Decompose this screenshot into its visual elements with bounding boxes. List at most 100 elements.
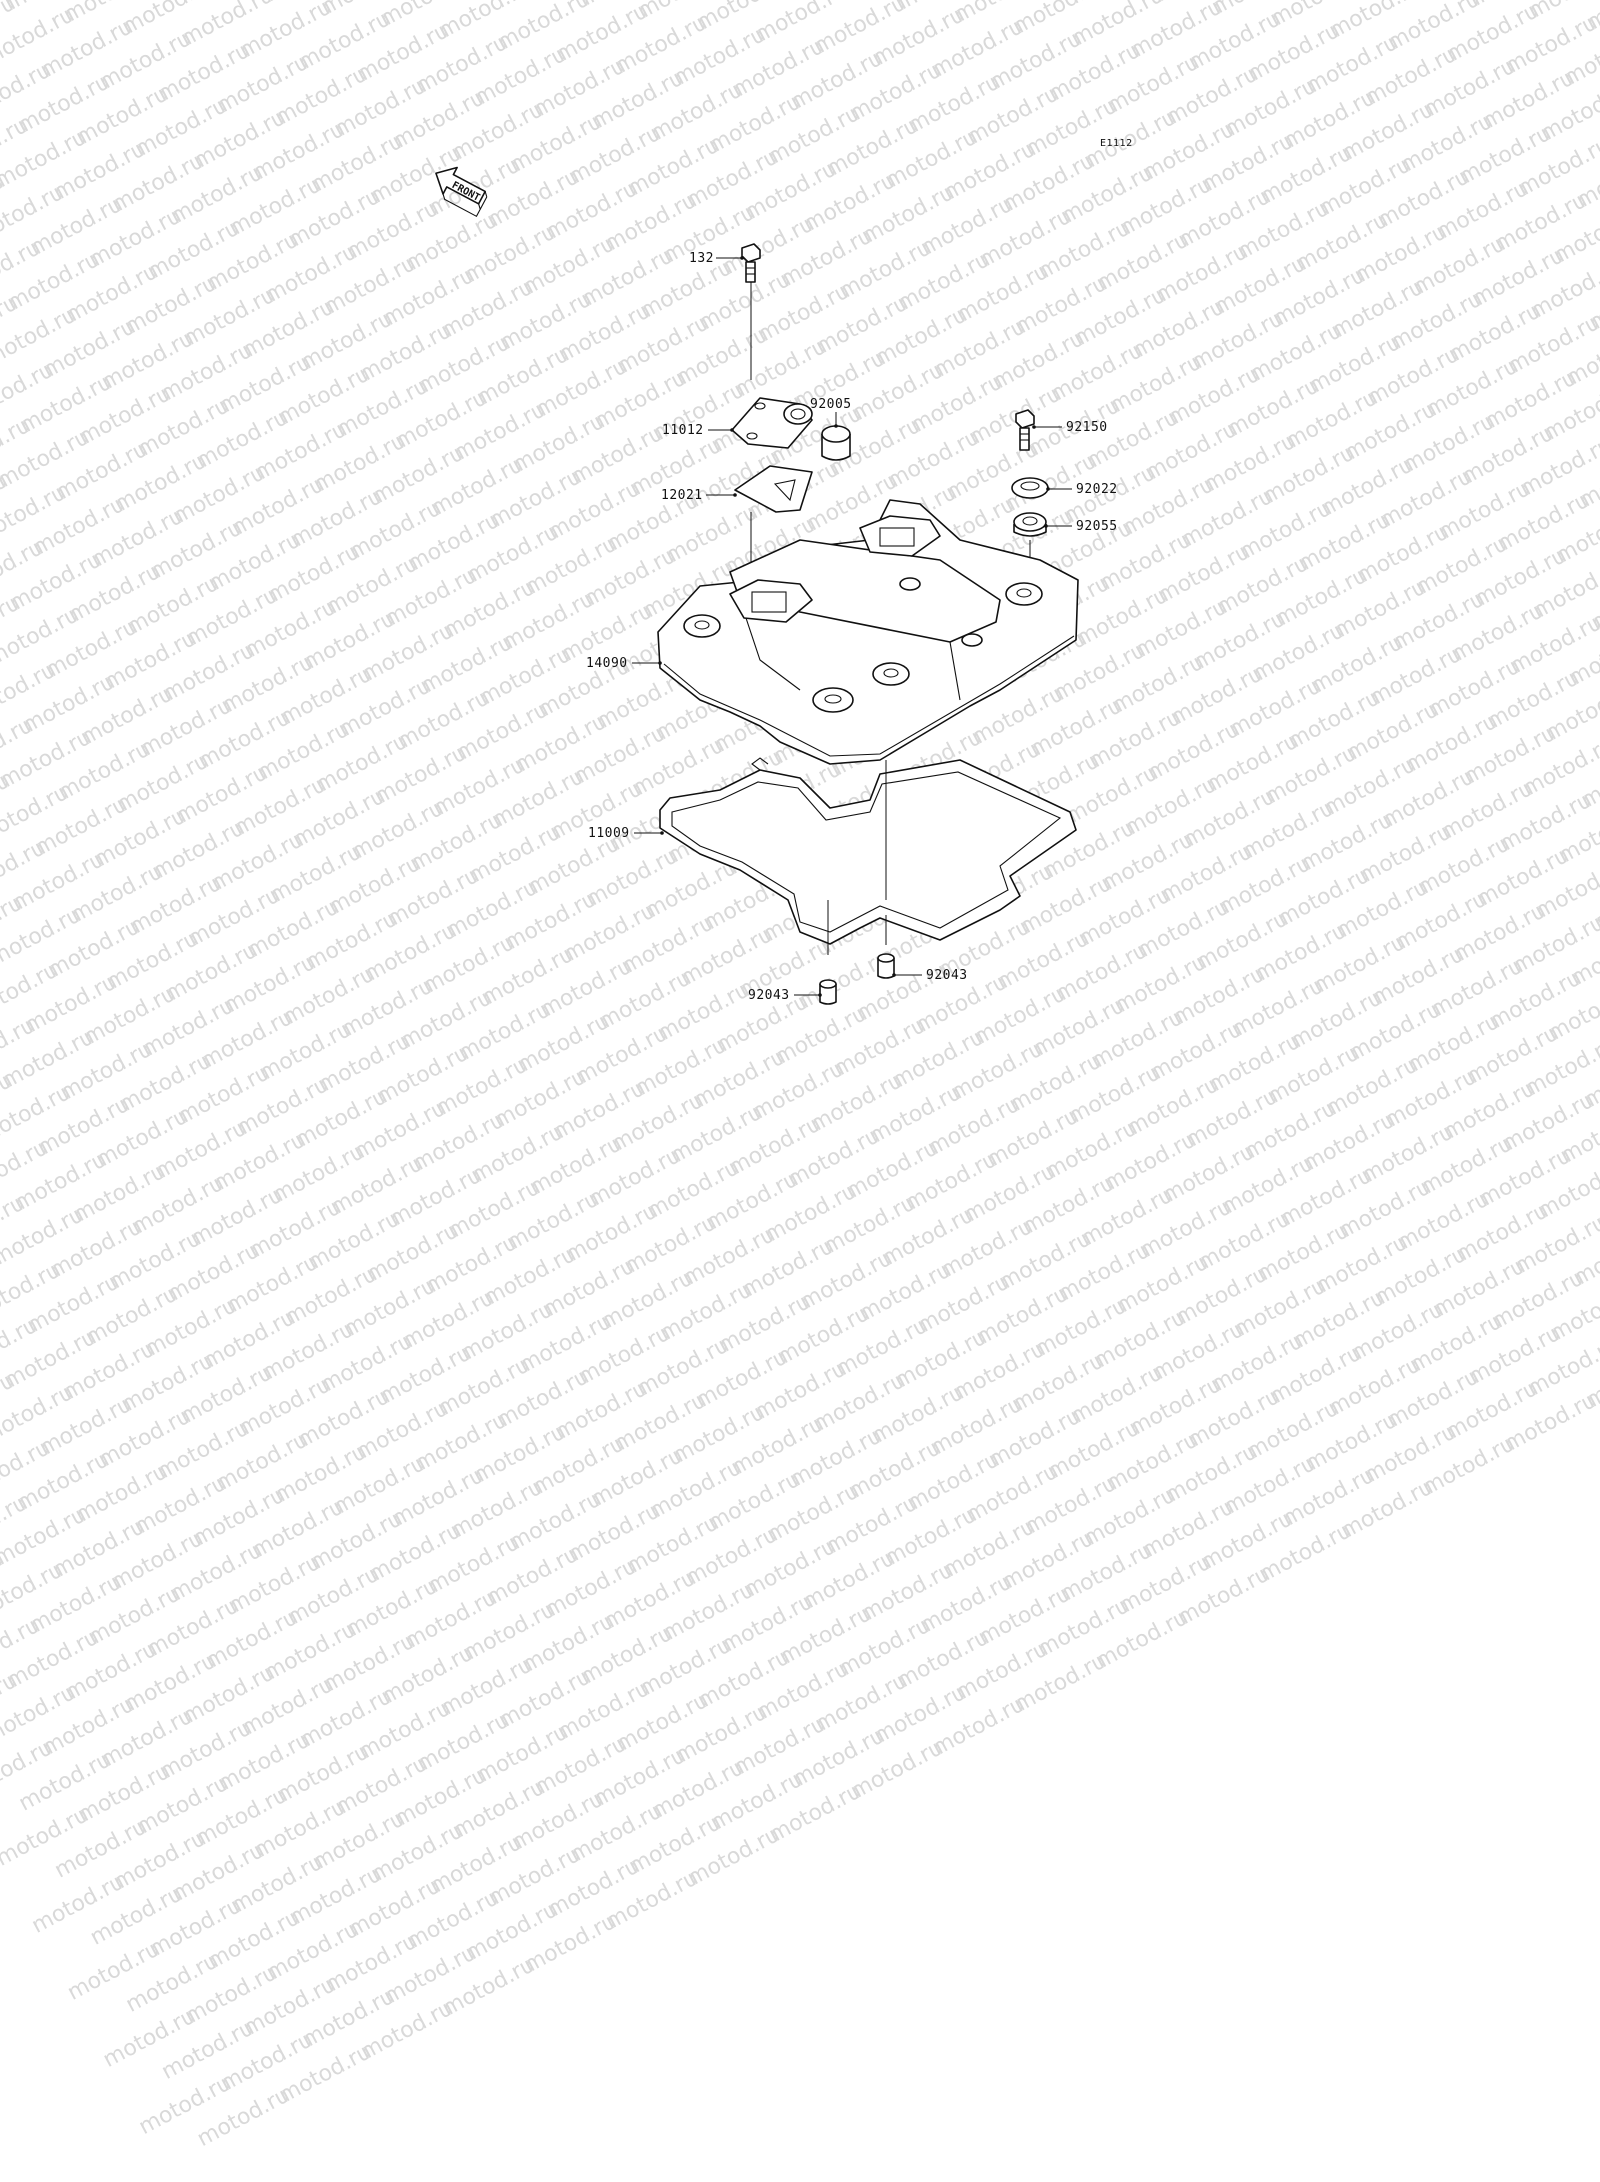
watermark-text: motod.ru bbox=[1347, 1297, 1448, 1366]
bolt-92150[interactable] bbox=[1016, 410, 1034, 450]
watermark-text: motod.ru bbox=[168, 1838, 269, 1907]
watermark-text: motod.ru bbox=[0, 1258, 65, 1327]
watermark-text: motod.ru bbox=[130, 1471, 231, 1540]
watermark-text: motod.ru bbox=[633, 1333, 734, 1402]
watermark-text: motod.ru bbox=[612, 1688, 713, 1757]
watermark-text: motod.ru bbox=[855, 1257, 956, 1326]
watermark-text: motod.ru bbox=[719, 1889, 820, 1958]
callout-92043-b[interactable]: 92043 bbox=[926, 969, 968, 982]
watermark-text: motod.ru bbox=[528, 1431, 629, 1500]
watermark-text: motod.ru bbox=[821, 1490, 922, 1559]
watermark-text: motod.ru bbox=[438, 1952, 539, 2021]
watermark-text: motod.ru bbox=[411, 1407, 512, 1476]
plate-12021[interactable] bbox=[735, 466, 812, 512]
callout-14090[interactable]: 14090 bbox=[586, 657, 628, 670]
watermark-text: motod.ru bbox=[81, 1281, 182, 1350]
watermark-text: motod.ru bbox=[985, 1404, 1086, 1473]
watermark-text: motod.ru bbox=[132, 1771, 233, 1840]
watermark-text: motod.ru bbox=[1056, 1538, 1157, 1607]
dowel-92043-a[interactable] bbox=[820, 980, 836, 1004]
fitting-92005[interactable] bbox=[822, 426, 850, 460]
watermark-text: motod.ru bbox=[474, 2019, 575, 2088]
watermark-text: motod.ru bbox=[1559, 1399, 1600, 1468]
watermark-text: motod.ru bbox=[668, 1400, 769, 1469]
watermark-text: motod.ru bbox=[507, 1786, 608, 1855]
watermark-text: motod.ru bbox=[482, 1542, 583, 1611]
watermark-text: motod.ru bbox=[25, 1569, 126, 1638]
watermark-text: motod.ru bbox=[398, 1285, 499, 1354]
breather-fitting-11012[interactable] bbox=[732, 398, 812, 448]
callout-92043-a[interactable]: 92043 bbox=[748, 989, 790, 1002]
watermark-text: motod.ru bbox=[1488, 1265, 1589, 1334]
watermark-text: motod.ru bbox=[1582, 1344, 1600, 1413]
watermark-text: motod.ru bbox=[239, 1972, 340, 2041]
watermark-text: motod.ru bbox=[798, 1546, 899, 1615]
watermark-text: motod.ru bbox=[122, 1948, 223, 2017]
watermark-text: motod.ru bbox=[237, 1672, 338, 1741]
watermark-text: motod.ru bbox=[293, 1384, 394, 1453]
watermark-text: motod.ru bbox=[308, 1806, 409, 1875]
grommet-92055[interactable] bbox=[1014, 513, 1046, 536]
callout-92005[interactable]: 92005 bbox=[810, 398, 852, 411]
watermark-text: motod.ru bbox=[495, 1664, 596, 1733]
watermark-text: motod.ru bbox=[1383, 1364, 1484, 1433]
watermark-text: motod.ru bbox=[344, 1873, 445, 1942]
watermark-text: motod.ru bbox=[163, 1238, 264, 1307]
bolt-132[interactable] bbox=[742, 244, 760, 282]
watermark-text: motod.ru bbox=[691, 1344, 792, 1413]
callout-92055[interactable]: 92055 bbox=[1076, 520, 1118, 533]
callout-12021[interactable]: 12021 bbox=[661, 489, 703, 502]
watermark-text: motod.ru bbox=[648, 1755, 749, 1824]
watermark-text: motod.ru bbox=[59, 1336, 160, 1405]
watermark-text: motod.ru bbox=[694, 1644, 795, 1713]
watermark-text: motod.ru bbox=[46, 1214, 147, 1283]
watermark-text: motod.ru bbox=[436, 1652, 537, 1721]
dowel-92043-b[interactable] bbox=[878, 954, 894, 978]
callout-11012[interactable]: 11012 bbox=[662, 424, 704, 437]
watermark-text: motod.ru bbox=[587, 1443, 688, 1512]
watermark-text: motod.ru bbox=[28, 1869, 129, 1938]
watermark-text: motod.ru bbox=[0, 1380, 78, 1449]
callout-132[interactable]: 132 bbox=[689, 252, 714, 265]
watermark-text: motod.ru bbox=[423, 1530, 524, 1599]
watermark-text: motod.ru bbox=[637, 1933, 738, 2002]
watermark-text: motod.ru bbox=[0, 1246, 7, 1315]
watermark-text: motod.ru bbox=[635, 1632, 736, 1701]
washer-92022[interactable] bbox=[1012, 478, 1048, 498]
watermark-text: motod.ru bbox=[0, 1502, 90, 1571]
callout-11009[interactable]: 11009 bbox=[588, 827, 630, 840]
watermark-text: motod.ru bbox=[0, 1613, 44, 1682]
watermark-text: motod.ru bbox=[457, 1297, 558, 1366]
watermark-text: motod.ru bbox=[74, 1759, 175, 1828]
watermark-text: motod.ru bbox=[99, 2003, 200, 2072]
watermark-text: motod.ru bbox=[229, 2150, 330, 2182]
watermark-text: motod.ru bbox=[681, 1522, 782, 1591]
watermark-text: motod.ru bbox=[1069, 1660, 1170, 1729]
gasket-11009[interactable] bbox=[660, 758, 1076, 944]
watermark-text: motod.ru bbox=[926, 1392, 1027, 1461]
watermark-text: motod.ru bbox=[518, 1609, 619, 1678]
watermark-text: motod.ru bbox=[530, 1731, 631, 1800]
callout-92150[interactable]: 92150 bbox=[1066, 421, 1108, 434]
head-cover-14090[interactable] bbox=[658, 500, 1078, 764]
watermark-text: motod.ru bbox=[354, 1696, 455, 1765]
watermark-text: motod.ru bbox=[543, 1853, 644, 1922]
watermark-text: motod.ru bbox=[227, 1850, 328, 1919]
watermark-text: motod.ru bbox=[334, 2051, 435, 2120]
watermark-text: motod.ru bbox=[176, 1360, 277, 1429]
watermark-text: motod.ru bbox=[1372, 1542, 1473, 1611]
watermark-text: motod.ru bbox=[882, 1802, 983, 1871]
watermark-text: motod.ru bbox=[564, 1498, 665, 1567]
watermark-text: motod.ru bbox=[832, 1313, 933, 1382]
callout-92022[interactable]: 92022 bbox=[1076, 483, 1118, 496]
watermark-text: motod.ru bbox=[413, 1708, 514, 1777]
watermark-text: motod.ru bbox=[191, 1782, 292, 1851]
watermark-text: motod.ru bbox=[1396, 1486, 1497, 1555]
watermark-text: motod.ru bbox=[0, 1490, 32, 1559]
watermark-text: motod.ru bbox=[1291, 1585, 1392, 1654]
watermark-text: motod.ru bbox=[890, 1324, 991, 1393]
watermark-text: motod.ru bbox=[645, 1455, 746, 1524]
watermark-text: motod.ru bbox=[145, 1893, 246, 1962]
watermark-text: motod.ru bbox=[1406, 1309, 1507, 1378]
watermark-text: motod.ru bbox=[579, 1921, 680, 1990]
